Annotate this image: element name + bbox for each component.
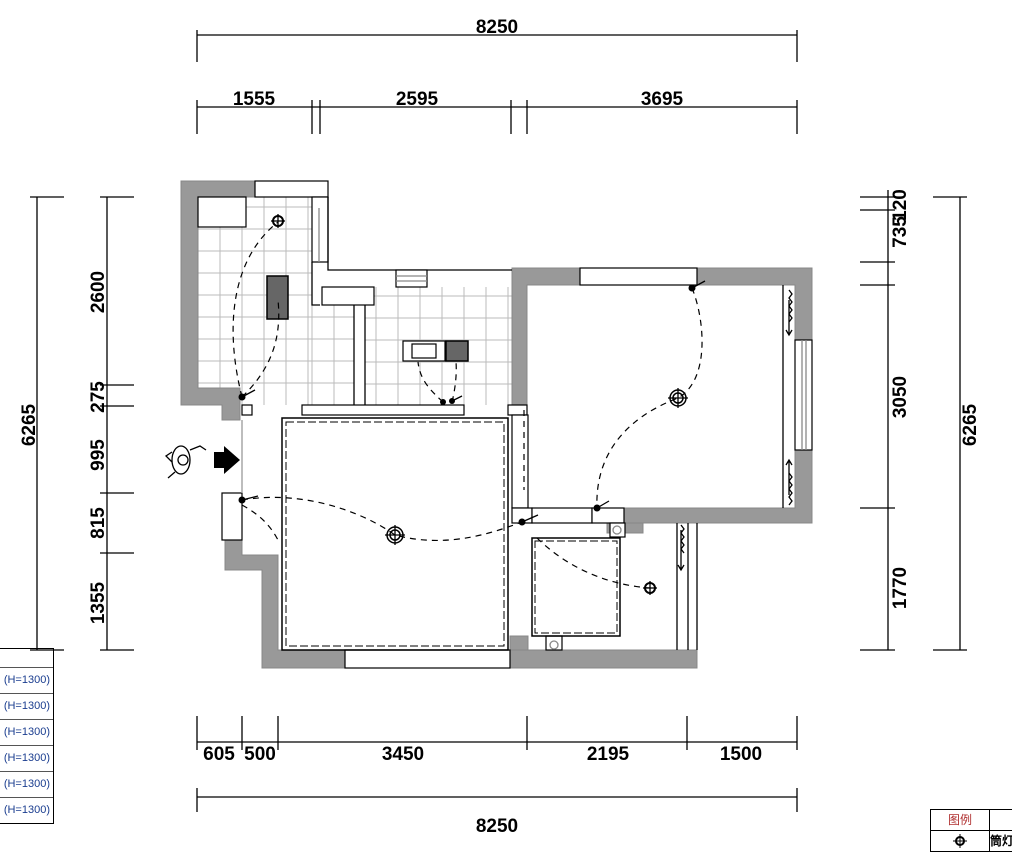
- dimension-bottom: 605 500 3450 2195 1500 8250: [196, 716, 798, 837]
- legend-header: 图例: [931, 810, 990, 830]
- ceiling-lamp-icon: [668, 388, 688, 408]
- table-row: (H=1300): [0, 720, 53, 746]
- windows: [221, 180, 813, 669]
- dim-left-3: 995: [88, 439, 109, 471]
- downlight-icon: [931, 831, 990, 851]
- dim-bottom-1: 605: [203, 744, 235, 765]
- dim-right-total: 6265: [960, 403, 981, 446]
- dim-right-1: 735: [890, 216, 911, 248]
- switch-icons: [238, 280, 706, 526]
- legend-table: 图例 筒灯: [930, 809, 1012, 852]
- dim-top-3: 3695: [641, 89, 684, 110]
- dim-bottom-2: 500: [244, 744, 276, 765]
- dim-left-2: 275: [88, 381, 109, 413]
- dim-bottom-total: 8250: [476, 816, 518, 837]
- dim-bottom-5: 1500: [720, 744, 762, 765]
- bath-ceiling-light-strip: [534, 540, 618, 634]
- ceiling-lamp-icon: [385, 525, 405, 545]
- dim-left-1: 2600: [88, 271, 109, 313]
- dimension-top: 8250 1555 2595 3695: [196, 17, 798, 134]
- sink-hatched: [445, 340, 469, 362]
- switch-height-table: (H=1300) (H=1300) (H=1300) (H=1300) (H=1…: [0, 648, 54, 824]
- dimension-left: 6265 2600 275 995 815 1355: [19, 196, 134, 651]
- dim-right-4: 1770: [890, 567, 911, 609]
- entrance-person-icon: [164, 445, 207, 479]
- living-ceiling-light-strip: [285, 421, 505, 647]
- downlight-icon: [271, 214, 285, 228]
- curtain-icons: [677, 289, 793, 572]
- living-ceiling-outline: [281, 417, 509, 651]
- dim-top-1: 1555: [233, 89, 276, 110]
- bath-ceiling-outline: [531, 537, 621, 637]
- dim-left-4: 815: [88, 507, 109, 539]
- table-row: (H=1300): [0, 746, 53, 772]
- table-row: (H=1300): [0, 694, 53, 720]
- dim-right-2: 120: [890, 189, 911, 221]
- dim-top-2: 2595: [396, 89, 439, 110]
- wiring-lines: [232, 221, 703, 589]
- dimension-right: 6265 735 120 3050 1770: [860, 189, 981, 651]
- kitchen-counter: [197, 196, 469, 362]
- table-row: (H=1300): [0, 772, 53, 798]
- legend-label: 筒灯: [990, 834, 1012, 848]
- dim-bottom-3: 3450: [382, 744, 424, 765]
- dim-right-3: 3050: [890, 376, 911, 418]
- entrance-arrow-icon: [214, 446, 240, 474]
- table-row: (H=1300): [3, 804, 50, 816]
- table-row: (H=1300): [0, 668, 53, 694]
- table-header-row: [0, 649, 53, 668]
- dim-top-total: 8250: [476, 17, 518, 38]
- dim-left-total: 6265: [19, 403, 40, 446]
- dim-bottom-4: 2195: [587, 744, 630, 765]
- stove-hatched: [266, 275, 289, 320]
- walls: [180, 180, 813, 669]
- dim-left-5: 1355: [88, 581, 109, 624]
- downlight-icon: [643, 581, 657, 595]
